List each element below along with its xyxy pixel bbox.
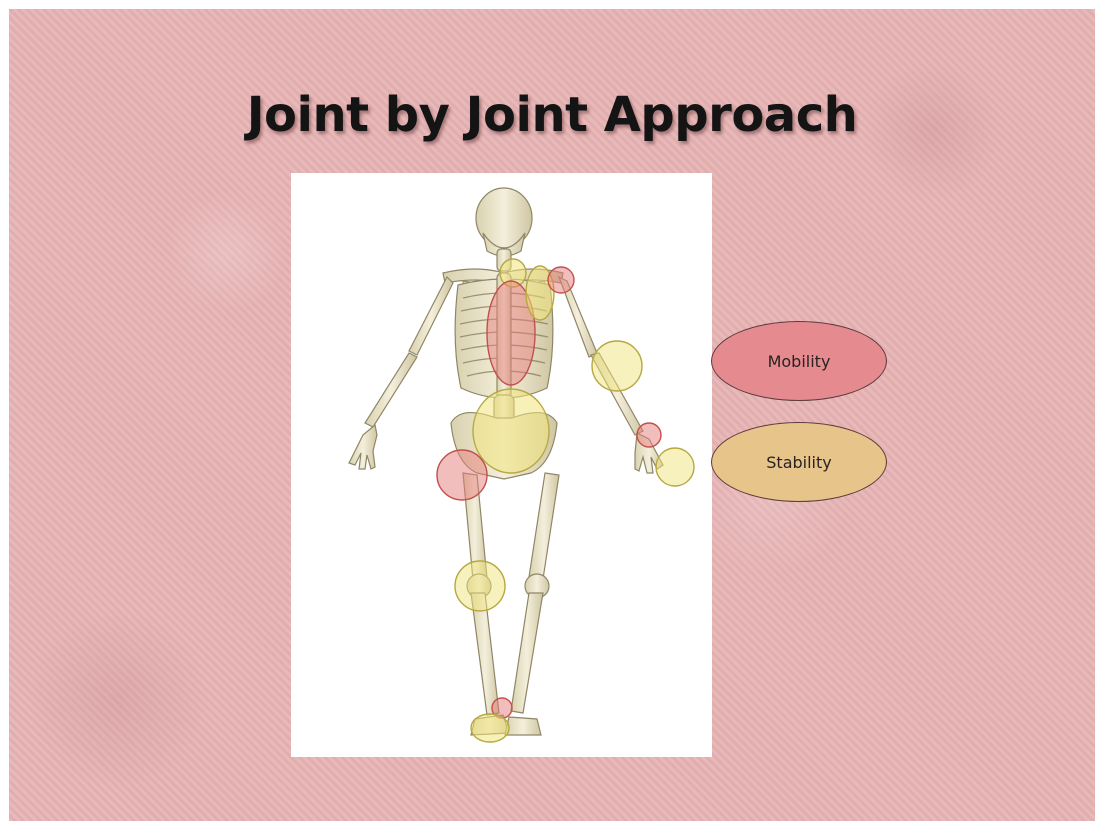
legend-mobility-label: Mobility bbox=[768, 352, 831, 371]
joint-marker-hand bbox=[656, 448, 694, 486]
skeleton-illustration bbox=[291, 173, 712, 757]
joint-marker-hip bbox=[437, 450, 487, 500]
joint-marker-elbow bbox=[592, 341, 642, 391]
legend-stability-label: Stability bbox=[766, 453, 831, 472]
skeleton-figure bbox=[291, 173, 712, 757]
joint-marker-shoulder bbox=[548, 267, 574, 293]
joint-marker-lumbar-spine bbox=[473, 389, 549, 473]
slide: Joint by Joint Approach bbox=[9, 9, 1095, 821]
joint-marker-wrist bbox=[637, 423, 661, 447]
legend-stability: Stability bbox=[711, 422, 887, 502]
legend-mobility: Mobility bbox=[711, 321, 887, 401]
joint-marker-knee bbox=[455, 561, 505, 611]
joint-marker-foot bbox=[471, 714, 509, 742]
slide-title: Joint by Joint Approach bbox=[9, 87, 1095, 143]
